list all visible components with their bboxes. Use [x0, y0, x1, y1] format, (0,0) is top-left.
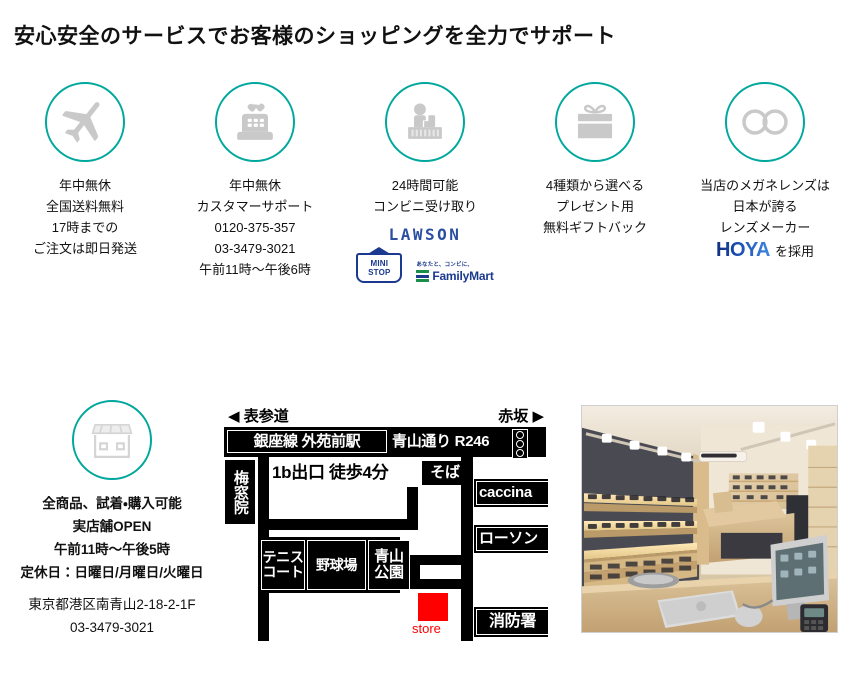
familymart-bars-icon: [416, 270, 430, 282]
map-road-east-vertical: [461, 457, 473, 641]
feature-line: 年中無休: [228, 178, 281, 193]
feature-line: ご注文は即日発送: [32, 241, 137, 256]
ministop-wordmark: MINI STOP: [356, 253, 402, 283]
map-label-baseball-field: 野球場: [307, 540, 366, 590]
map-label-tennis-court: テニス コート: [261, 540, 305, 590]
ministop-house-shape: [356, 253, 403, 283]
feature-line: プレゼント用: [555, 199, 634, 214]
storefront-icon: [72, 400, 152, 480]
lawson-logo: LAWSON: [388, 225, 462, 244]
store-closed-days: 定休日：日曜日/月曜日/火曜日: [20, 565, 204, 580]
map-road-store-upper: [410, 555, 464, 565]
feature-gift-wrap: 4種類から選べる プレゼント用 無料ギフトバック: [510, 82, 680, 283]
feature-line: 24時間可能: [391, 178, 459, 193]
map-direction-akasaka: 赤坂 ▶: [498, 408, 544, 425]
map-road-connector-vertical: [407, 487, 418, 530]
map-label-aoyama-dori: 青山通り R246: [392, 432, 490, 450]
map-label-tennis-line2: コート: [262, 564, 304, 580]
hoya-logo: HOYA: [716, 239, 770, 261]
map-direction-labels: ◀ 表参道 赤坂 ▶: [222, 405, 552, 425]
feature-line: 当店のメガネレンズは: [700, 178, 830, 193]
access-map: ◀ 表参道 赤坂 ▶ 銀座線 外苑前駅 青山通り R246 梅窓院: [222, 405, 552, 643]
familymart-wordmark: FamilyMart: [432, 269, 494, 283]
gift-box-icon: [555, 82, 635, 162]
support-phone-secondary: 03-3479-3021: [214, 241, 296, 256]
feature-customer-support: 年中無休 カスタマーサポート 0120-375-357 03-3479-3021…: [170, 82, 340, 283]
map-direction-omotesando: ◀ 表参道: [228, 408, 289, 425]
feature-line: 年中無休: [58, 178, 111, 193]
store-hours: 午前11時～午後5時: [53, 542, 171, 557]
hoya-logo-row: HOYA を採用: [716, 239, 814, 261]
physical-store-text: 全商品、試着・購入可能 実店舗OPEN 午前11時～午後5時 定休日：日曜日/月…: [20, 492, 203, 639]
familymart-logo: あなたと、コンビに、 FamilyMart: [416, 260, 494, 283]
physical-store-column: 全商品、試着・購入可能 実店舗OPEN 午前11時～午後5時 定休日：日曜日/月…: [14, 400, 210, 639]
map-label-aoyama-park-line1: 青山: [374, 548, 404, 566]
familymart-tagline: あなたと、コンビに、: [416, 262, 473, 268]
feature-cvs-pickup-text: 24時間可能 コンビニ受け取り: [373, 175, 477, 217]
eyeglasses-icon: [725, 82, 805, 162]
hoya-suffix-label: を採用: [774, 244, 814, 259]
map-label-aoyama-park-line2: 公園: [374, 564, 404, 581]
feature-customer-support-text: 年中無休 カスタマーサポート 0120-375-357 03-3479-3021…: [197, 175, 314, 280]
store-address: 東京都港区南青山2-18-2-1F: [28, 597, 196, 612]
store-line: 全商品、試着・購入可能: [42, 496, 182, 511]
ministop-line-1: MINI: [370, 259, 389, 268]
store-line: 実店舗OPEN: [72, 519, 152, 534]
ministop-logo: MINI STOP: [356, 247, 403, 283]
map-label-ginza-line: 銀座線 外苑前駅: [227, 430, 387, 453]
feature-line: 無料ギフトバック: [542, 220, 647, 235]
feature-gift-wrap-text: 4種類から選べる プレゼント用 無料ギフトバック: [543, 175, 647, 238]
support-phone-primary: 0120-375-357: [214, 220, 296, 235]
map-label-exit: 1b出口 徒歩4分: [272, 462, 389, 482]
store-marker-label: store: [412, 621, 441, 636]
map-canvas: 銀座線 外苑前駅 青山通り R246 梅窓院 1b出口 徒歩4分 そば: [222, 427, 548, 641]
store-phone: 03-3479-3021: [69, 620, 155, 635]
map-road-store-lower: [410, 579, 464, 589]
map-label-tennis-line1: テニス: [262, 549, 304, 566]
ministop-roof-shape: [366, 247, 393, 255]
cvs-logo-row: MINI STOP あなたと、コンビに、 FamilyMart: [356, 247, 494, 283]
traffic-light-icon: [512, 429, 528, 459]
map-label-fire-station: 消防署: [476, 609, 548, 635]
map-road-west-lower: [258, 593, 269, 641]
map-label-aoyama-park: 青山 公園: [368, 540, 410, 590]
feature-shipping-text: 年中無休 全国送料無料 17時までの ご注文は即日発送: [33, 175, 137, 259]
cashier-counter-icon: [385, 82, 465, 162]
cvs-logo-block: LAWSON MINI STOP あなたと、コンビに、: [356, 225, 494, 283]
map-road-mid-horizontal-left: [258, 519, 418, 530]
map-label-caccina: caccina: [476, 481, 548, 505]
page-title: 安心安全のサービスでお客様のショッピングを全力でサポート: [14, 25, 616, 48]
feature-hoya-lens-text: 当店のメガネレンズは 日本が誇る レンズメーカー: [700, 175, 830, 238]
feature-line: 全国送料無料: [45, 199, 124, 214]
feature-shipping: 年中無休 全国送料無料 17時までの ご注文は即日発送: [0, 82, 170, 283]
telephone-icon: [215, 82, 295, 162]
store-interior-photo: [581, 405, 838, 633]
feature-line: 4種類から選べる: [545, 178, 645, 193]
feature-hoya-lens: 当店のメガネレンズは 日本が誇る レンズメーカー HOYA を採用: [680, 82, 850, 283]
store-info-section: 全商品、試着・購入可能 実店舗OPEN 午前11時～午後5時 定休日：日曜日/月…: [0, 400, 850, 660]
map-label-umesoin: 梅窓院: [224, 459, 256, 525]
feature-line: コンビニ受け取り: [372, 199, 477, 214]
feature-line: カスタマーサポート: [196, 199, 314, 214]
map-road-store-left-vertical: [410, 555, 420, 589]
store-location-marker: [418, 593, 448, 621]
feature-line: 午前11時～午後6時: [199, 262, 311, 277]
feature-line: レンズメーカー: [719, 220, 811, 235]
airplane-icon: [45, 82, 125, 162]
ministop-line-2: STOP: [368, 268, 391, 277]
service-feature-row: 年中無休 全国送料無料 17時までの ご注文は即日発送: [0, 82, 850, 283]
map-label-lawson: ローソン: [476, 527, 548, 551]
familymart-main: FamilyMart: [416, 269, 494, 283]
feature-line: 日本が誇る: [732, 199, 798, 214]
feature-line: 17時までの: [51, 220, 119, 235]
feature-cvs-pickup: 24時間可能 コンビニ受け取り LAWSON MINI STOP あなた: [340, 82, 510, 283]
